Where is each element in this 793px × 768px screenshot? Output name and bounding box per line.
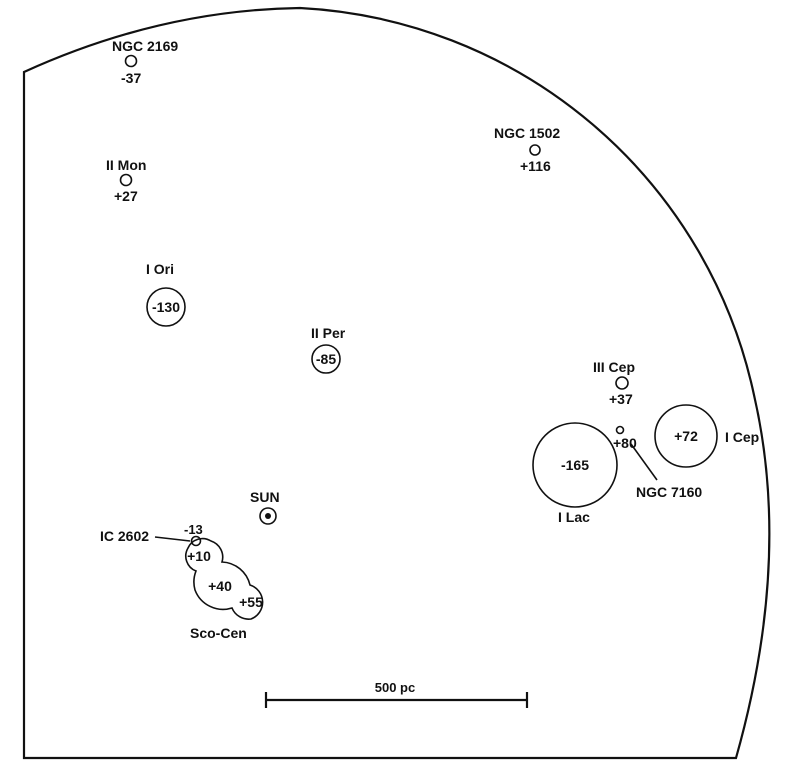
ngc2169-circle — [124, 54, 138, 68]
ilac-circle — [532, 422, 618, 508]
sun-dot — [265, 513, 271, 519]
ic2602-circle — [190, 535, 202, 547]
iimon-name: II Mon — [106, 157, 146, 173]
sun-label: SUN — [250, 489, 280, 505]
iiper-velocity: -85 — [316, 351, 336, 367]
iiicep-name: III Cep — [593, 359, 635, 375]
icep-name: I Cep — [725, 429, 759, 445]
iimon-velocity: +27 — [114, 188, 138, 204]
ngc1502-name: NGC 1502 — [494, 125, 560, 141]
ilac-name: I Lac — [558, 509, 590, 525]
scale-bar-label: 500 pc — [375, 680, 415, 695]
sun-circle — [259, 507, 277, 525]
scocen-velocity-1: +10 — [187, 548, 211, 564]
iiicep-circle — [615, 376, 629, 390]
ic2602-velocity: -13 — [184, 522, 203, 537]
ilac-velocity: -165 — [561, 457, 589, 473]
ic2602-leader — [154, 536, 191, 542]
ngc1502-circle — [529, 144, 541, 156]
icep-velocity: +72 — [674, 428, 698, 444]
ngc2169-velocity: -37 — [121, 70, 141, 86]
icep-circle — [654, 404, 718, 468]
scocen-outline — [185, 537, 264, 620]
ngc7160-name: NGC 7160 — [636, 484, 702, 500]
ngc1502-velocity: +116 — [520, 158, 551, 174]
ic2602-name: IC 2602 — [100, 528, 149, 544]
scocen-velocity-3: +55 — [239, 594, 263, 610]
scocen-velocity-2: +40 — [208, 578, 232, 594]
iori-circle — [146, 287, 186, 327]
ngc7160-circle — [615, 425, 625, 435]
iiicep-velocity: +37 — [609, 391, 633, 407]
iori-velocity: -130 — [152, 299, 180, 315]
scocen-name: Sco-Cen — [190, 625, 247, 641]
ngc2169-name: NGC 2169 — [112, 38, 178, 54]
ngc7160-leader — [630, 443, 658, 481]
iori-name: I Ori — [146, 261, 174, 277]
iimon-circle — [119, 173, 133, 187]
iiper-name: II Per — [311, 325, 346, 341]
ngc7160-velocity: +80 — [613, 435, 637, 451]
map-boundary — [22, 6, 771, 760]
iiper-circle — [311, 344, 341, 374]
